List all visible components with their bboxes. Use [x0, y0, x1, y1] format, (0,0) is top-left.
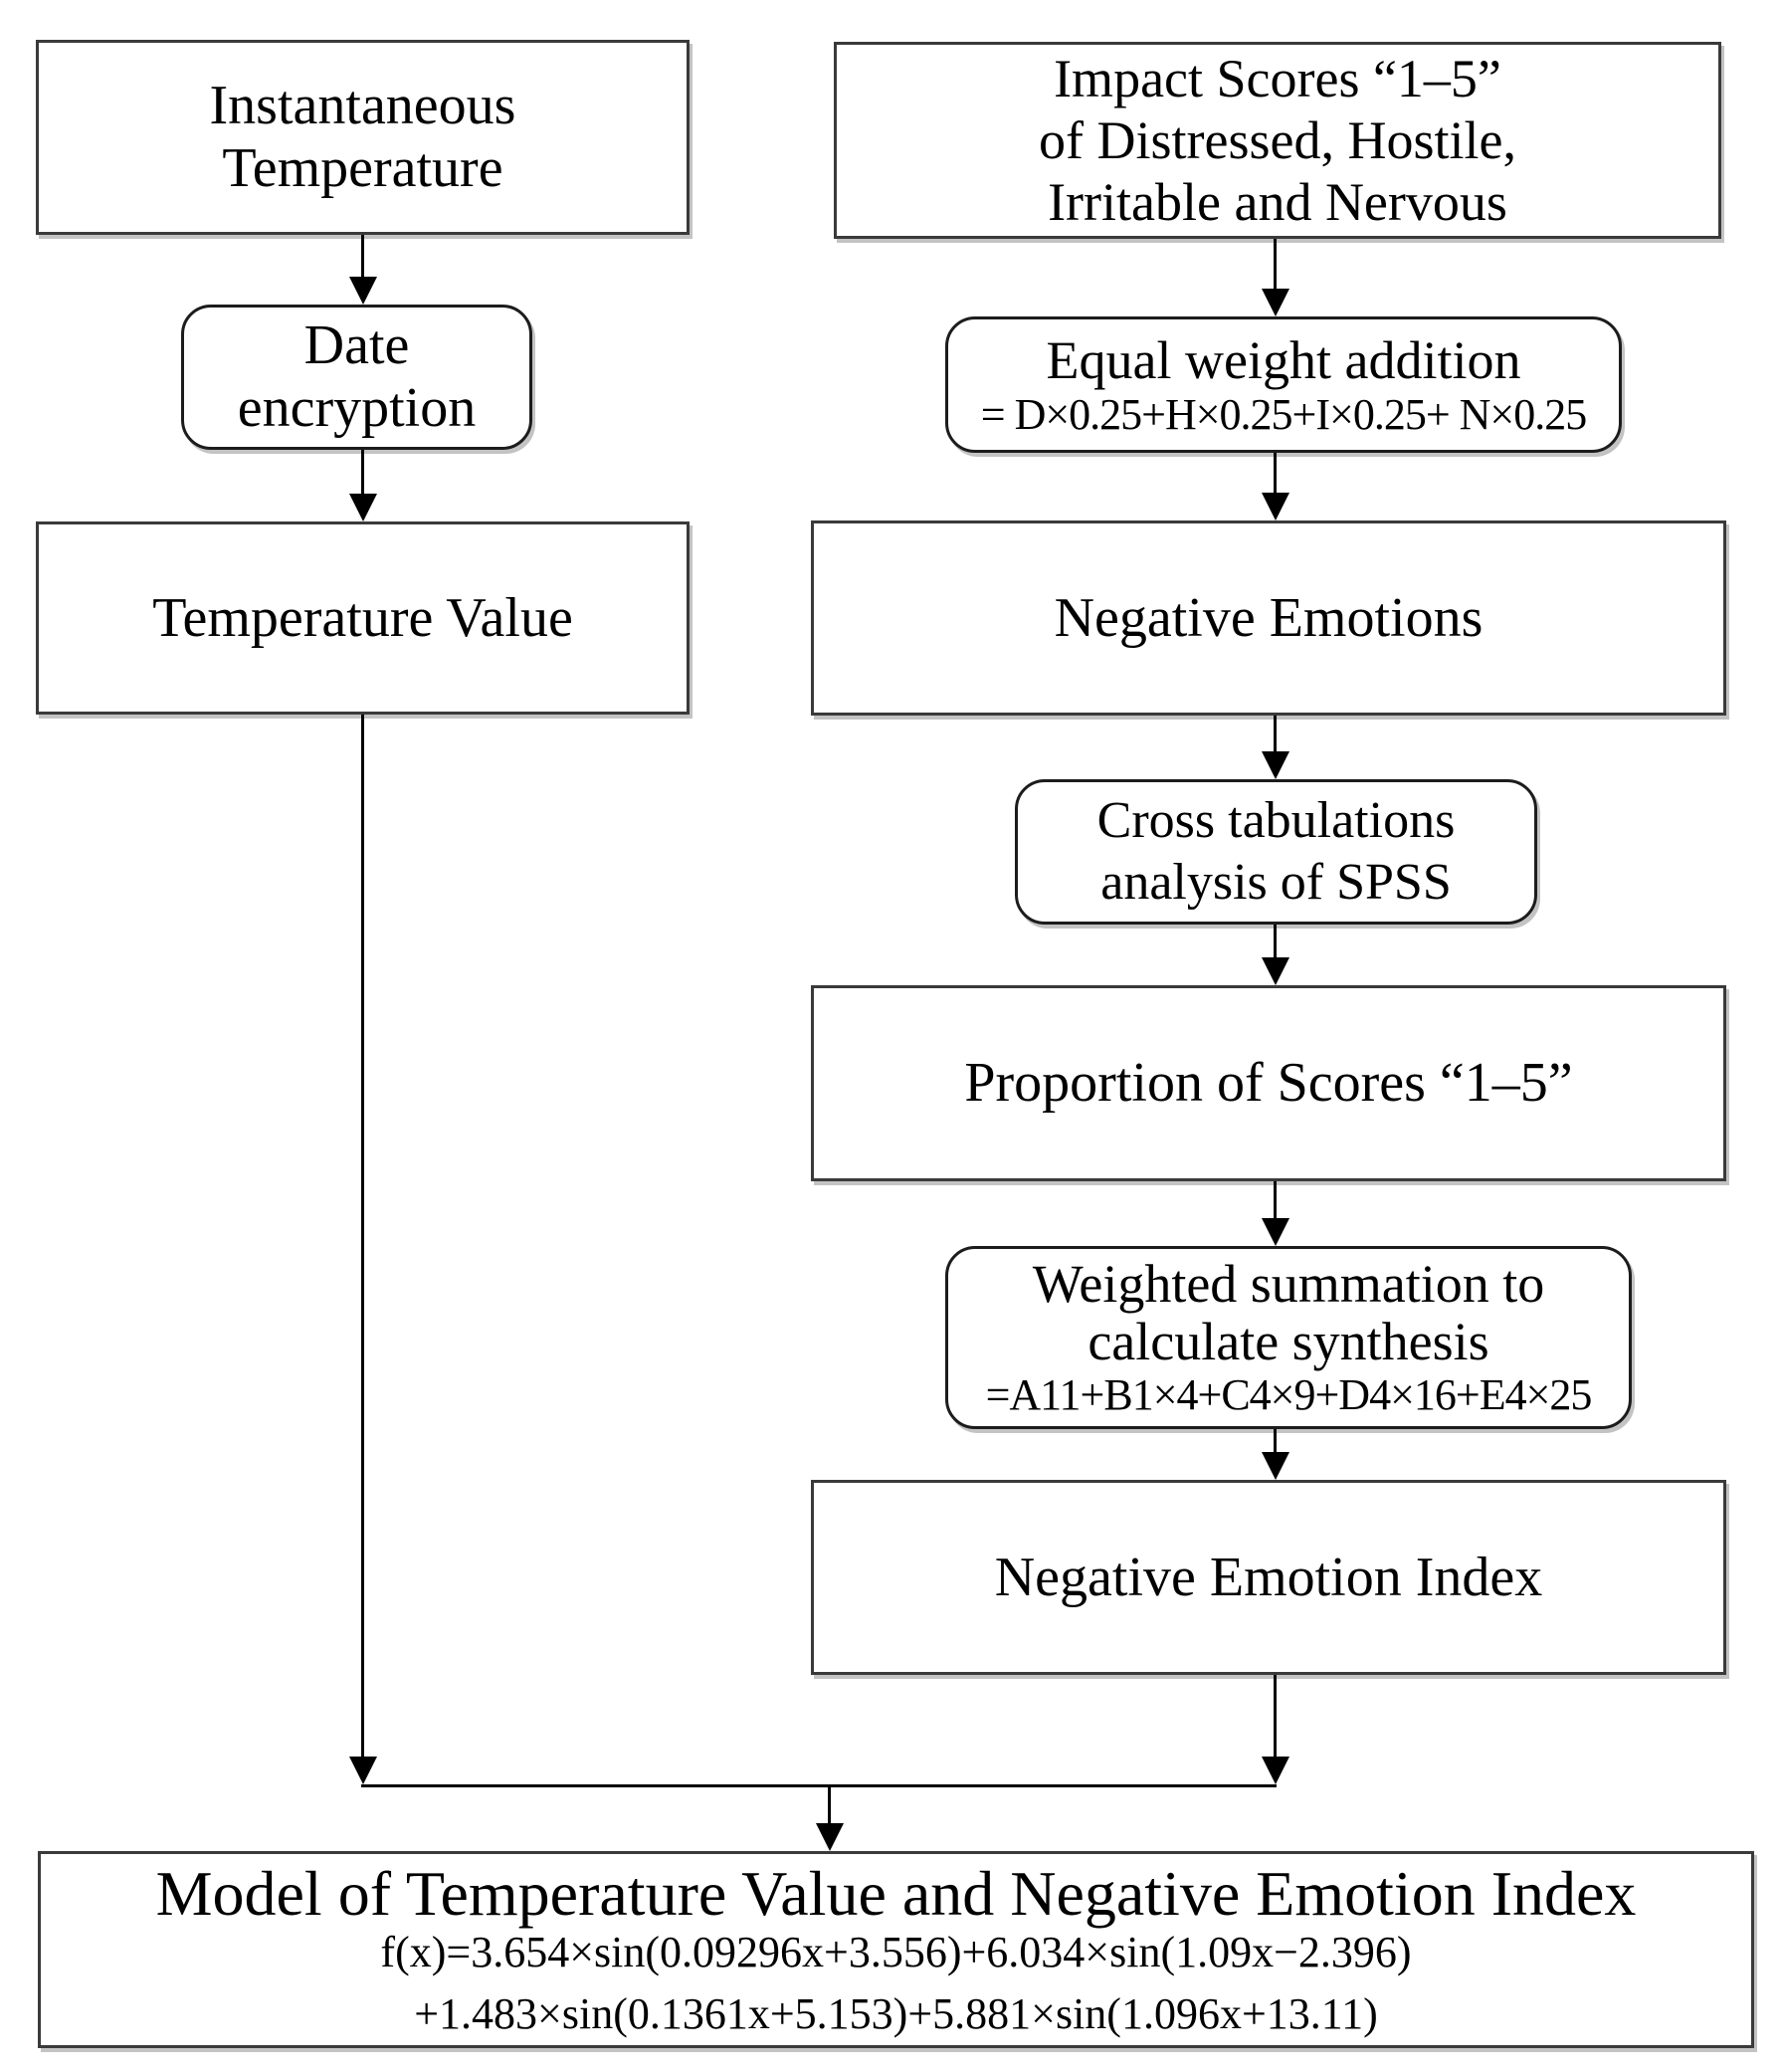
node-text-line: Cross tabulations [1096, 792, 1456, 849]
arrowhead-negative-emotions-to-crosstab [1262, 751, 1289, 779]
node-text-line: Negative Emotion Index [994, 1546, 1543, 1608]
arrowhead-temperature-value-to-merge [349, 1757, 377, 1784]
model-formula-line: f(x)=3.654×sin(0.09296x+3.556)+6.034×sin… [380, 1928, 1412, 1976]
node-title-line: Weighted summation to [1032, 1254, 1545, 1314]
connector-temperature-value-to-merge [361, 715, 364, 1759]
model-formula-line: +1.483×sin(0.1361x+5.153)+5.881×sin(1.09… [414, 1989, 1378, 2038]
node-weighted-summation: Weighted summation to calculate synthesi… [945, 1246, 1632, 1429]
model-title: Model of Temperature Value and Negative … [155, 1858, 1637, 1929]
connector-equal-weight-to-negative-emotions [1274, 453, 1277, 495]
node-date-encryption: Date encryption [181, 305, 532, 450]
node-text-line: Negative Emotions [1054, 586, 1484, 649]
connector-merge-to-model [828, 1787, 831, 1825]
connector-crosstab-to-proportion [1274, 925, 1277, 960]
node-impact-scores: Impact Scores “1–5” of Distressed, Hosti… [834, 42, 1721, 239]
arrowhead-instantaneous-to-date [349, 277, 377, 305]
node-negative-emotions: Negative Emotions [811, 520, 1726, 716]
node-text-line: encryption [237, 377, 477, 439]
arrowhead-equal-weight-to-negative-emotions [1262, 493, 1289, 520]
node-text-line: of Distressed, Hostile, [1039, 110, 1516, 170]
node-text-line: Instantaneous [209, 75, 516, 137]
node-cross-tabulations: Cross tabulations analysis of SPSS [1015, 779, 1537, 925]
arrowhead-nei-to-merge [1262, 1757, 1289, 1784]
node-text-line: analysis of SPSS [1100, 854, 1452, 911]
node-text-line: Date [303, 314, 410, 377]
node-text-line: Proportion of Scores “1–5” [964, 1052, 1573, 1115]
node-text-line: Impact Scores “1–5” [1054, 49, 1501, 108]
node-formula: =A11+B1×4+C4×9+D4×16+E4×25 [985, 1370, 1593, 1419]
connector-nei-to-merge [1274, 1675, 1277, 1759]
arrowhead-weighted-to-nei [1262, 1452, 1289, 1480]
node-model: Model of Temperature Value and Negative … [38, 1851, 1754, 2048]
connector-proportion-to-weighted [1274, 1181, 1277, 1221]
connector-negative-emotions-to-crosstab [1274, 716, 1277, 753]
node-text-line: Irritable and Nervous [1048, 172, 1507, 232]
connector-date-to-temperature-value [361, 450, 364, 496]
arrowhead-date-to-temperature-value [349, 494, 377, 521]
node-equal-weight-addition: Equal weight addition = D×0.25+H×0.25+I×… [945, 316, 1622, 453]
node-negative-emotion-index: Negative Emotion Index [811, 1480, 1726, 1675]
arrowhead-crosstab-to-proportion [1262, 957, 1289, 985]
node-title: Equal weight addition [1046, 329, 1521, 390]
node-title-line: calculate synthesis [1088, 1312, 1489, 1371]
node-instantaneous-temperature: Instantaneous Temperature [36, 40, 690, 235]
connector-weighted-to-nei [1274, 1429, 1277, 1455]
node-text-line: Temperature [222, 137, 503, 199]
connector-impact-to-equal-weight [1274, 239, 1277, 291]
node-temperature-value: Temperature Value [36, 521, 690, 715]
connector-instantaneous-to-date [361, 235, 364, 281]
node-formula: = D×0.25+H×0.25+I×0.25+ N×0.25 [980, 389, 1587, 439]
node-proportion-of-scores: Proportion of Scores “1–5” [811, 985, 1726, 1181]
arrowhead-proportion-to-weighted [1262, 1218, 1289, 1246]
arrowhead-merge-to-model [816, 1823, 844, 1851]
arrowhead-impact-to-equal-weight [1262, 289, 1289, 316]
merge-horizontal-line [361, 1784, 1277, 1787]
node-text-line: Temperature Value [152, 586, 573, 649]
